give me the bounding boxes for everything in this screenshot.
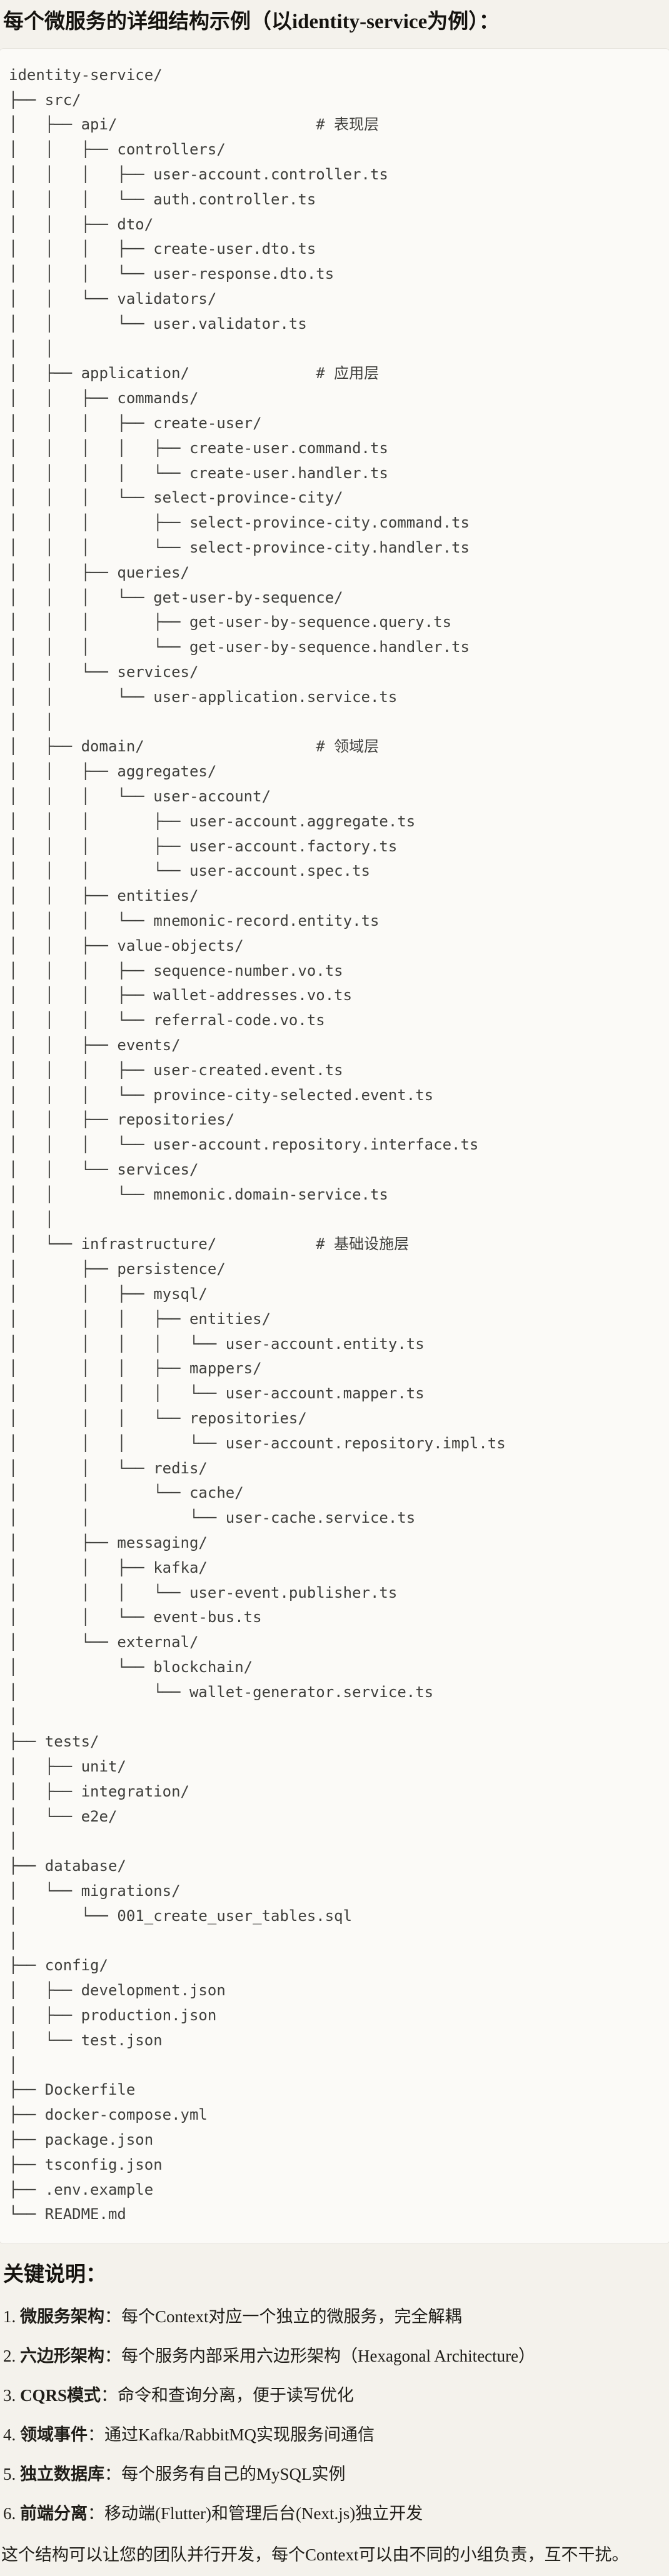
item-number: 4. <box>3 2425 16 2445</box>
item-number: 1. <box>3 2307 16 2327</box>
notes-heading: 关键说明： <box>3 2263 106 2287</box>
item-description: ：命令和查询分离，便于读写优化 <box>101 2386 355 2405</box>
key-notes-list: 1. 微服务架构：每个Context对应一个独立的微服务，完全解耦 2. 六边形… <box>0 2305 669 2526</box>
list-item: 2. 六边形架构：每个服务内部采用六边形架构（Hexagonal Archite… <box>3 2344 669 2368</box>
list-item: 1. 微服务架构：每个Context对应一个独立的微服务，完全解耦 <box>3 2305 669 2329</box>
list-item: 4. 领域事件：通过Kafka/RabbitMQ实现服务间通信 <box>3 2423 669 2447</box>
item-number: 2. <box>3 2347 16 2366</box>
item-term: CQRS模式 <box>20 2386 101 2405</box>
item-number: 5. <box>3 2465 16 2484</box>
closing-paragraph: 这个结构可以让您的团队并行开发，每个Context可以由不同的小组负责，互不干扰… <box>1 2545 629 2565</box>
directory-tree-text: identity-service/ ├── src/ │ ├── api/ # … <box>9 66 506 2223</box>
list-item: 5. 独立数据库：每个服务有自己的MySQL实例 <box>3 2462 669 2487</box>
item-description: ：每个服务内部采用六边形架构（Hexagonal Architecture） <box>104 2347 536 2366</box>
item-term: 前端分离 <box>20 2504 88 2523</box>
page-title: 每个微服务的详细结构示例（以identity-service为例）： <box>3 11 500 33</box>
code-block: identity-service/ ├── src/ │ ├── api/ # … <box>0 48 669 2245</box>
item-description: ：通过Kafka/RabbitMQ实现服务间通信 <box>88 2425 375 2445</box>
item-number: 3. <box>3 2386 16 2405</box>
item-term: 六边形架构 <box>20 2347 104 2366</box>
item-description: ：每个Context对应一个独立的微服务，完全解耦 <box>104 2307 462 2327</box>
item-number: 6. <box>3 2504 16 2523</box>
list-item: 3. CQRS模式：命令和查询分离，便于读写优化 <box>3 2383 669 2408</box>
item-term: 独立数据库 <box>20 2465 104 2484</box>
item-term: 微服务架构 <box>20 2307 104 2327</box>
item-term: 领域事件 <box>20 2425 88 2445</box>
item-description: ：每个服务有自己的MySQL实例 <box>104 2465 346 2484</box>
item-description: ：移动端(Flutter)和管理后台(Next.js)独立开发 <box>88 2504 423 2523</box>
list-item: 6. 前端分离：移动端(Flutter)和管理后台(Next.js)独立开发 <box>3 2502 669 2526</box>
